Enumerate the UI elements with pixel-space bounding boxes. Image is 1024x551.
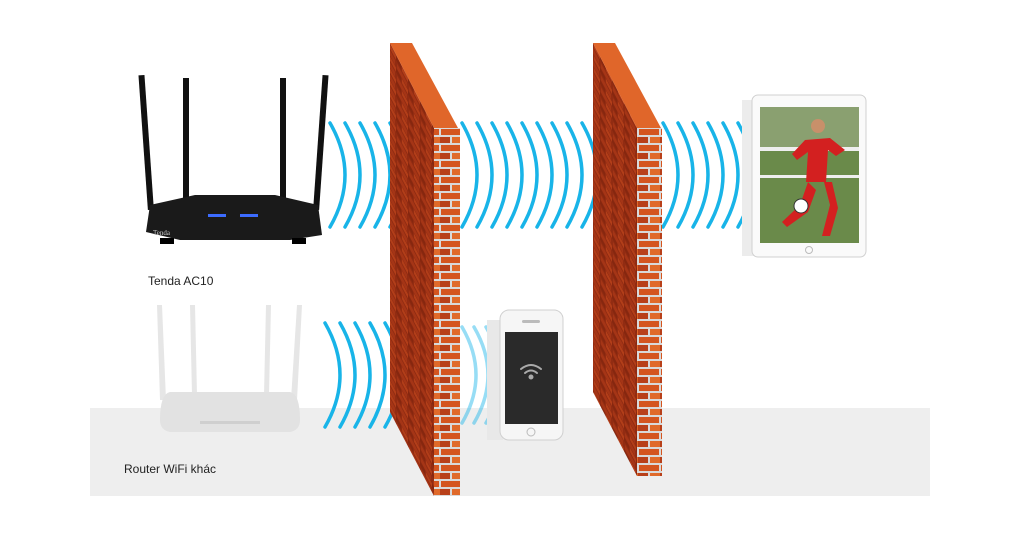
router-brand-logo: Tenda: [153, 229, 171, 237]
wave-arc: [323, 321, 342, 429]
smartphone: [487, 309, 564, 441]
wave-arc: [460, 121, 479, 229]
wave-arc: [490, 121, 509, 229]
wave-arc: [661, 121, 680, 229]
wave-arc: [358, 121, 377, 229]
wave-arc: [520, 121, 539, 229]
wave-arc: [721, 121, 740, 229]
tablet: [742, 94, 867, 258]
wave-arc: [475, 121, 494, 229]
wave-arc: [676, 121, 695, 229]
wave-arc: [328, 121, 347, 229]
wave-arc: [353, 321, 372, 429]
wave-arc: [343, 121, 362, 229]
wave-arc: [691, 121, 710, 229]
wave-arc: [373, 121, 392, 229]
other-router: [157, 305, 302, 432]
wave-arc: [460, 325, 478, 425]
tenda-ac10-router: Tenda: [138, 74, 329, 244]
wave-arc: [535, 121, 554, 229]
wave-arc: [368, 321, 387, 429]
soccer-player: [782, 119, 845, 236]
wave-arc: [565, 121, 584, 229]
brick-wall-1: [390, 43, 460, 496]
wave-arc: [505, 121, 524, 229]
wifi-icon: [520, 364, 542, 380]
wave-arc: [550, 121, 569, 229]
router-label-other: Router WiFi khác: [124, 462, 217, 476]
wave-arc: [706, 121, 725, 229]
router-label-tenda-ac10: Tenda AC10: [148, 274, 214, 288]
brick-wall-2: [593, 43, 662, 476]
wave-arc: [338, 321, 357, 429]
